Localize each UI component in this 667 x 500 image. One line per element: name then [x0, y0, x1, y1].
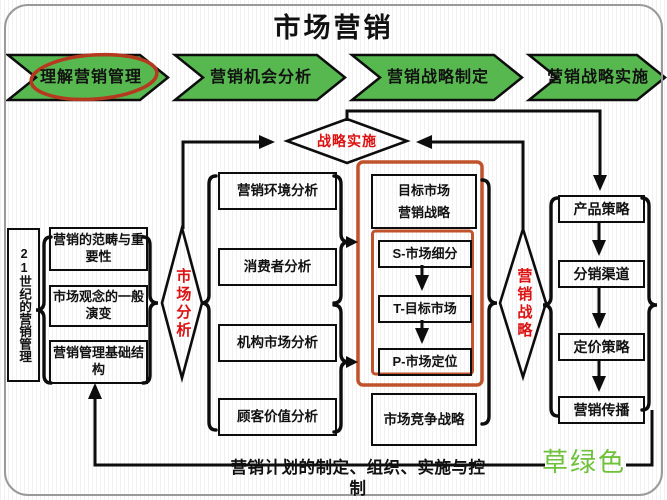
left-box-concepts: 市场观念的一般演变 [49, 285, 148, 327]
bottom-banner: 营销计划的制定、组织、实施与控制 [230, 459, 486, 498]
target-marketing-header-line2: 营销战略 [397, 204, 450, 220]
analysis-box-environment: 营销环境分析 [218, 172, 337, 210]
watermark-text: 草绿色 [542, 446, 627, 477]
process-arrow-shape-3 [348, 53, 524, 102]
page-title: 市场营销 [273, 13, 394, 44]
analysis-box-organization: 机构市场分析 [218, 324, 337, 362]
mix-box-distribution: 分销渠道 [558, 260, 645, 288]
process-arrow-4: 营销战略实施 [546, 68, 649, 86]
diamond-label-market-analysis: 市场分析 [174, 268, 192, 340]
mix-box-product: 产品策略 [558, 195, 645, 223]
highlight-ellipse [29, 52, 159, 102]
process-arrow-2: 营销机会分析 [209, 68, 312, 86]
stp-outer-frame [356, 160, 484, 387]
mix-box-pricing: 定价策略 [558, 333, 645, 361]
diamond-label-strategy-implementation: 战略实施 [317, 132, 377, 149]
process-arrow-1: 理解营销管理 [39, 68, 142, 86]
left-box-foundation: 营销管理基础结构 [49, 340, 148, 384]
competition-strategy-box: 市场竞争战略 [371, 393, 477, 446]
diamond-label-marketing-strategy: 营销战略 [515, 268, 533, 340]
target-marketing-header-box: 目标市场 营销战略 [371, 174, 477, 229]
grouping-braces [35, 174, 658, 434]
process-arrow-3: 营销战略制定 [386, 68, 489, 86]
connector-lines [88, 109, 654, 467]
left-side-label-box: 21世纪的营销管理 [7, 228, 40, 382]
target-marketing-header-line1: 目标市场 [397, 182, 450, 198]
left-box-scope: 营销的范畴与重要性 [49, 227, 148, 271]
stp-box-positioning: P-市场定位 [378, 348, 472, 376]
brace-arrowheads [346, 236, 358, 368]
analysis-box-consumer: 消费者分析 [218, 248, 337, 286]
analysis-box-customer-value: 顾客价值分析 [218, 398, 337, 436]
mix-box-communication: 营销传播 [558, 396, 645, 424]
stp-box-segmentation: S-市场细分 [378, 240, 472, 268]
stp-box-targeting: T-目标市场 [378, 295, 472, 323]
diamond-strategy-implementation [283, 117, 411, 165]
process-arrow-shape-2 [171, 53, 347, 102]
process-arrow-shapes [4, 53, 667, 102]
process-arrow-shape-4 [525, 53, 667, 102]
